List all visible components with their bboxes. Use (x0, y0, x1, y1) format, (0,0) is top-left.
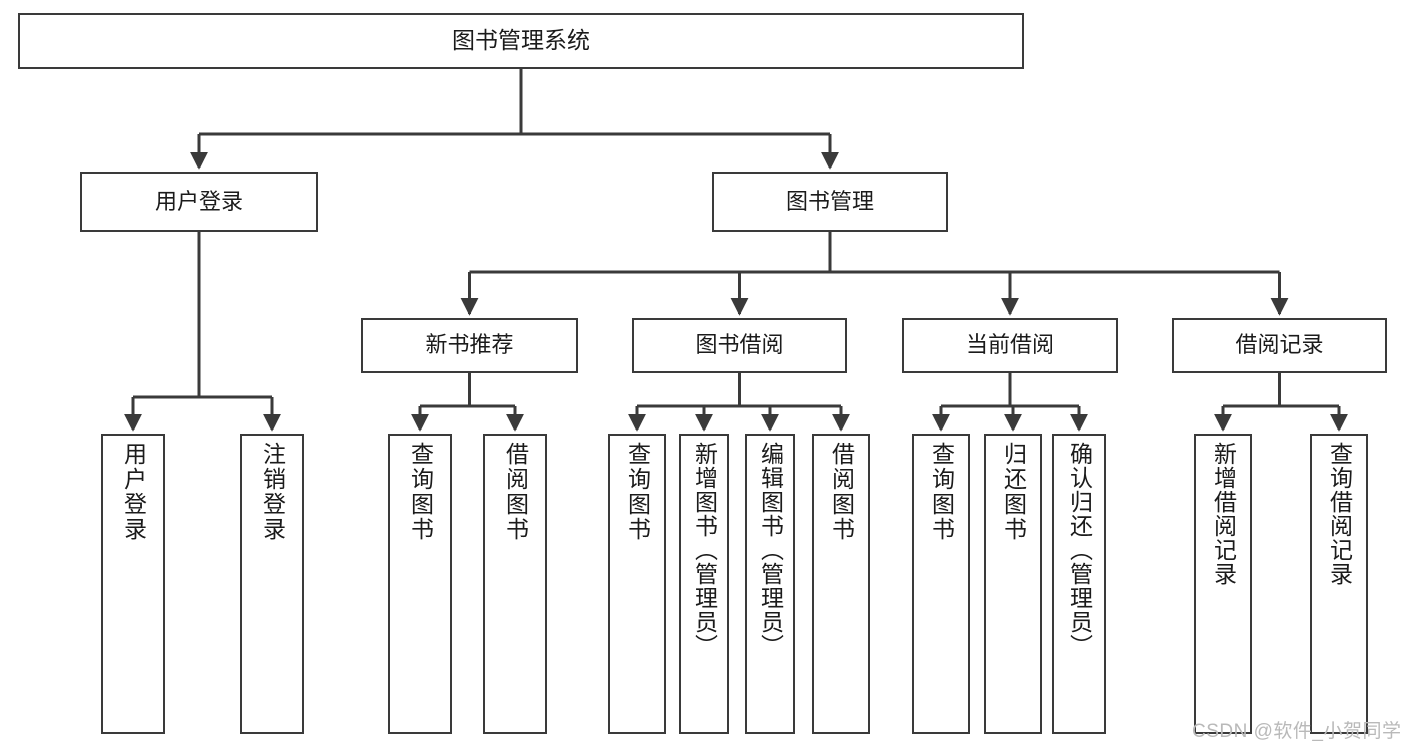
node-leaf-edit-book-admin[interactable]: 编辑图书（管理员） (745, 434, 795, 734)
node-book-management[interactable]: 图书管理 (712, 172, 948, 232)
node-new-book-recommend-label: 新书推荐 (425, 332, 514, 358)
node-leaf-logout-login[interactable]: 注销登录 (240, 434, 304, 734)
node-leaf-query-borrow-record-label: 查询借阅记录 (1326, 442, 1353, 586)
node-user-login-label: 用户登录 (154, 188, 243, 214)
node-leaf-logout-login-label: 注销登录 (259, 442, 286, 542)
node-leaf-confirm-return-admin-label: 确认归还（管理员） (1066, 442, 1093, 658)
node-leaf-borrow-book-2[interactable]: 借阅图书 (812, 434, 870, 734)
node-leaf-query-book-2-label: 查询图书 (624, 442, 651, 542)
node-leaf-add-borrow-record-label: 新增借阅记录 (1210, 442, 1237, 586)
node-leaf-user-login-label: 用户登录 (120, 442, 147, 542)
csdn-watermark: CSDN @软件_小贺同学 (1192, 721, 1402, 742)
node-current-borrow-label: 当前借阅 (965, 332, 1054, 358)
node-book-borrow[interactable]: 图书借阅 (632, 318, 847, 373)
node-leaf-user-login[interactable]: 用户登录 (101, 434, 165, 734)
node-leaf-borrow-book-2-label: 借阅图书 (828, 442, 855, 542)
node-book-borrow-label: 图书借阅 (695, 332, 784, 358)
node-leaf-query-book-1[interactable]: 查询图书 (388, 434, 452, 734)
node-leaf-query-borrow-record[interactable]: 查询借阅记录 (1310, 434, 1368, 734)
node-leaf-query-book-1-label: 查询图书 (407, 442, 434, 542)
node-borrow-record-label: 借阅记录 (1235, 332, 1324, 358)
node-leaf-edit-book-admin-label: 编辑图书（管理员） (757, 442, 784, 658)
node-leaf-confirm-return-admin[interactable]: 确认归还（管理员） (1052, 434, 1106, 734)
node-new-book-recommend[interactable]: 新书推荐 (361, 318, 578, 373)
node-leaf-add-borrow-record[interactable]: 新增借阅记录 (1194, 434, 1252, 734)
node-leaf-add-book-admin[interactable]: 新增图书（管理员） (679, 434, 729, 734)
node-current-borrow[interactable]: 当前借阅 (902, 318, 1118, 373)
node-book-management-label: 图书管理 (785, 188, 874, 214)
node-user-login[interactable]: 用户登录 (80, 172, 318, 232)
node-leaf-query-book-3[interactable]: 查询图书 (912, 434, 970, 734)
node-root[interactable]: 图书管理系统 (18, 13, 1024, 69)
node-leaf-borrow-book-1-label: 借阅图书 (502, 442, 529, 542)
node-borrow-record[interactable]: 借阅记录 (1172, 318, 1387, 373)
node-leaf-add-book-admin-label: 新增图书（管理员） (691, 442, 718, 658)
node-leaf-query-book-2[interactable]: 查询图书 (608, 434, 666, 734)
node-leaf-return-book[interactable]: 归还图书 (984, 434, 1042, 734)
node-root-label: 图书管理系统 (452, 27, 590, 54)
node-leaf-query-book-3-label: 查询图书 (928, 442, 955, 542)
node-leaf-return-book-label: 归还图书 (1000, 442, 1027, 542)
node-leaf-borrow-book-1[interactable]: 借阅图书 (483, 434, 547, 734)
